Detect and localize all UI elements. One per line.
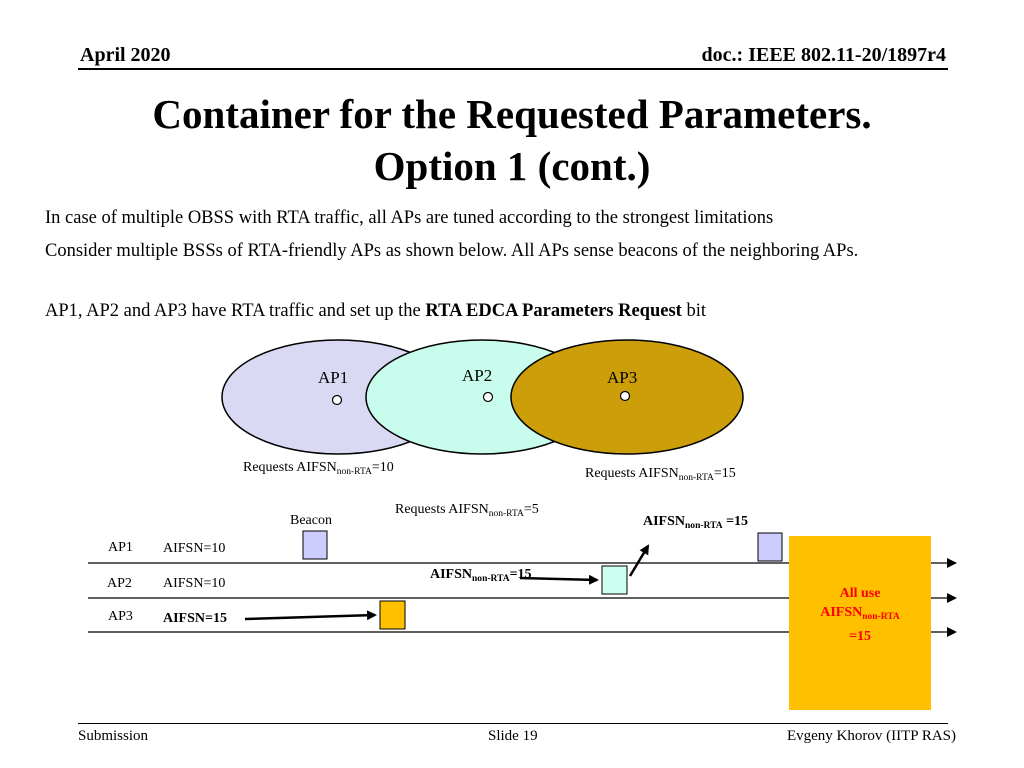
beacon-label: Beacon (290, 513, 332, 528)
request-ap1-prefix: Requests AIFSN (243, 460, 337, 475)
request-ap3-prefix: Requests AIFSN (585, 466, 679, 481)
ellipse-label-ap2: AP2 (462, 366, 493, 385)
row-label-ap1: AP1 (108, 540, 133, 555)
all-use-text: All use AIFSNnon-RTA =15 (789, 584, 931, 646)
beacon-box-ap2 (601, 565, 628, 595)
row-aifsn-ap2: AIFSN=10 (163, 576, 226, 591)
header-divider (78, 68, 948, 70)
header-date: April 2020 (80, 44, 171, 66)
annotation-top-subscript: non-RTA (685, 520, 723, 531)
footer-author: Evgeny Khorov (IITP RAS) (786, 728, 956, 744)
all-use-line2: AIFSNnon-RTA (789, 603, 931, 627)
annotation-mid-value: =15 (509, 567, 532, 582)
ellipse-label-ap3: AP3 (607, 368, 638, 387)
beacon-box-ap1 (302, 530, 328, 560)
annotation-top-value: =15 (722, 514, 749, 529)
footer-divider (78, 723, 948, 724)
p3-bold-term: RTA EDCA Parameters Request (425, 301, 682, 321)
row-aifsn-ap1: AIFSN=10 (163, 541, 226, 556)
all-use-subscript: non-RTA (862, 611, 900, 622)
arrow-to-ap2-beacon (519, 574, 599, 585)
request-ap3-value: =15 (713, 466, 736, 481)
header-doc-id: doc.: IEEE 802.11-20/1897r4 (701, 44, 946, 66)
footer-slide-number: Slide 19 (488, 728, 538, 744)
request-label-ap3: Requests AIFSNnon-RTA=15 (585, 466, 736, 483)
request-ap2-subscript: non-RTA (488, 508, 524, 519)
annotation-mid-subscript: non-RTA (472, 573, 510, 584)
request-ap1-value: =10 (371, 460, 394, 475)
row-label-ap3: AP3 (108, 609, 133, 624)
request-ap2-prefix: Requests AIFSN (395, 502, 489, 517)
arrow-to-ap3-beacon (244, 610, 377, 621)
beacon-box-ap1-second (757, 532, 783, 562)
body-paragraph-1: In case of multiple OBSS with RTA traffi… (45, 208, 774, 228)
request-label-ap2: Requests AIFSNnon-RTA=5 (395, 502, 539, 519)
all-use-line1: All use (839, 586, 881, 601)
annotation-top: AIFSNnon-RTA =15 (643, 514, 748, 531)
p3-text-start: AP1, AP2 and AP3 have RTA traffic and se… (45, 301, 426, 321)
body-paragraph-2: Consider multiple BSSs of RTA-friendly A… (45, 241, 859, 261)
slide-title-line2: Option 1 (cont.) (373, 143, 651, 189)
footer-submission: Submission (78, 728, 149, 744)
all-use-box (789, 536, 931, 710)
p3-text-end: bit (681, 301, 706, 321)
all-use-prefix: AIFSN (820, 605, 863, 620)
slide-title-line1: Container for the Requested Parameters. (152, 91, 872, 137)
annotation-mid-prefix: AIFSN (430, 567, 473, 582)
request-ap3-subscript: non-RTA (678, 472, 714, 483)
ap1-dot (331, 394, 343, 406)
request-ap1-subscript: non-RTA (336, 466, 372, 477)
arrow-up-to-annotation (628, 544, 650, 577)
row-label-ap2: AP2 (107, 576, 132, 591)
ellipse-label-ap1: AP1 (318, 368, 349, 387)
ap2-dot (482, 391, 494, 403)
ap3-dot (619, 390, 631, 402)
request-ap2-value: =5 (523, 502, 539, 517)
annotation-top-prefix: AIFSN (643, 514, 686, 529)
all-use-value: =15 (849, 628, 871, 644)
row-aifsn-ap3: AIFSN=15 (163, 611, 227, 626)
body-paragraph-3: AP1, AP2 and AP3 have RTA traffic and se… (45, 298, 706, 324)
beacon-box-ap3 (379, 600, 406, 630)
annotation-mid: AIFSNnon-RTA=15 (430, 567, 532, 584)
request-label-ap1: Requests AIFSNnon-RTA=10 (243, 460, 394, 477)
